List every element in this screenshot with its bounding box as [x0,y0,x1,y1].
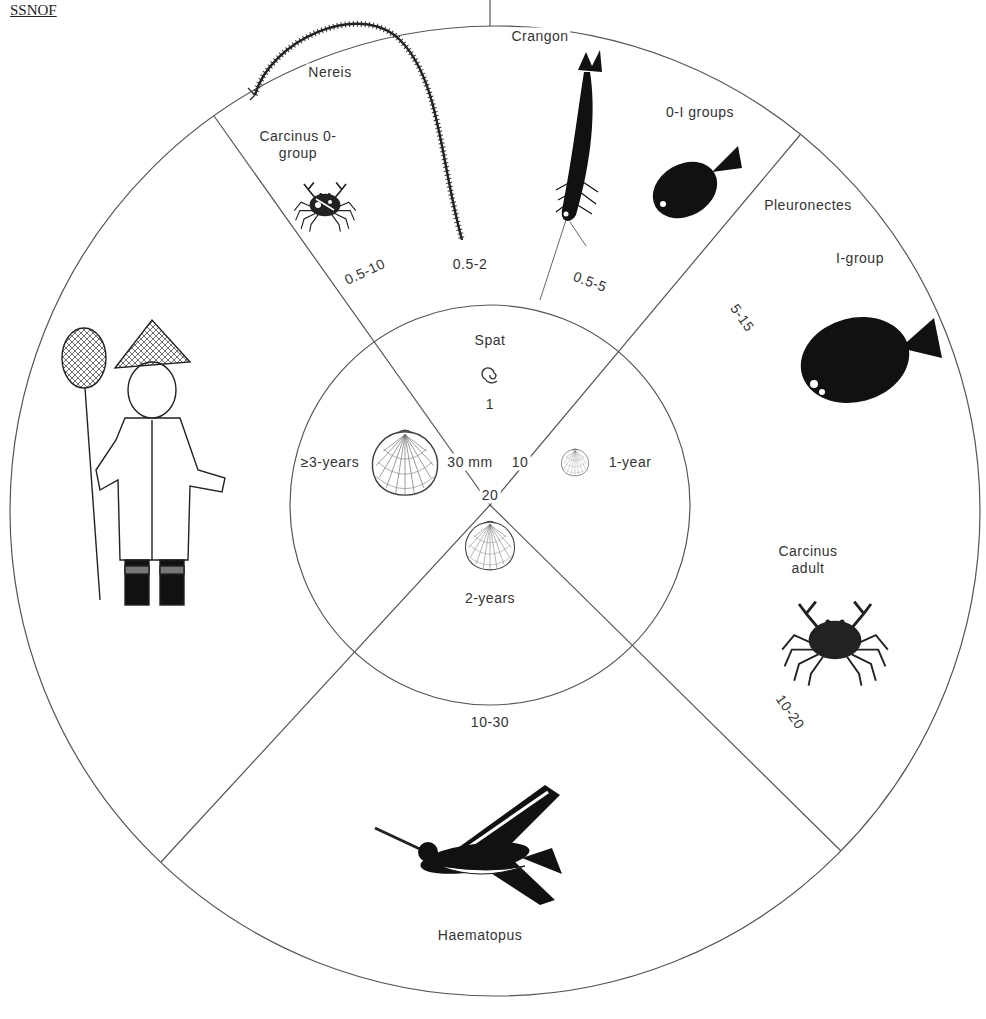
juvenile-flatfish [643,146,742,230]
scale-number: 10 [510,454,531,471]
size-range: 0.5-10 [340,254,390,289]
scale-number: 20 [480,487,501,504]
adult-crab [782,602,888,686]
size-range: 0.5-5 [569,267,611,296]
age-label: 2-years [463,590,517,607]
oystercatcher-bird [375,785,562,905]
species-label: Carcinus adult [766,543,850,577]
age-label: Spat [473,332,508,349]
age-label: ≥3-years [299,454,361,471]
species-label: Crangon [509,28,570,45]
species-label: Nereis [306,64,353,81]
nereis-worm [248,24,462,240]
size-range: 10-20 [771,690,809,734]
cockle-shells [372,368,588,570]
species-label: Carcinus 0-group [256,128,340,162]
circle-frame [10,0,980,996]
human-figure [62,320,225,605]
age-group-label: 0-I groups [664,104,736,121]
crangon-shrimp [540,50,602,300]
scale-number: 30 mm [445,454,494,471]
scale-number: 1 [484,396,496,413]
size-range: 5-15 [725,299,758,337]
size-range: 10-30 [469,714,511,731]
size-range: 0.5-2 [451,256,489,273]
age-group-label: I-group [834,250,886,267]
flatfish-i-group [791,305,942,415]
juvenile-crab [294,183,356,232]
age-label: 1-year [607,454,654,471]
species-label: Haematopus [436,927,524,944]
species-label: Pleuronectes [762,197,854,214]
figure-title: SSNOF [10,2,57,19]
